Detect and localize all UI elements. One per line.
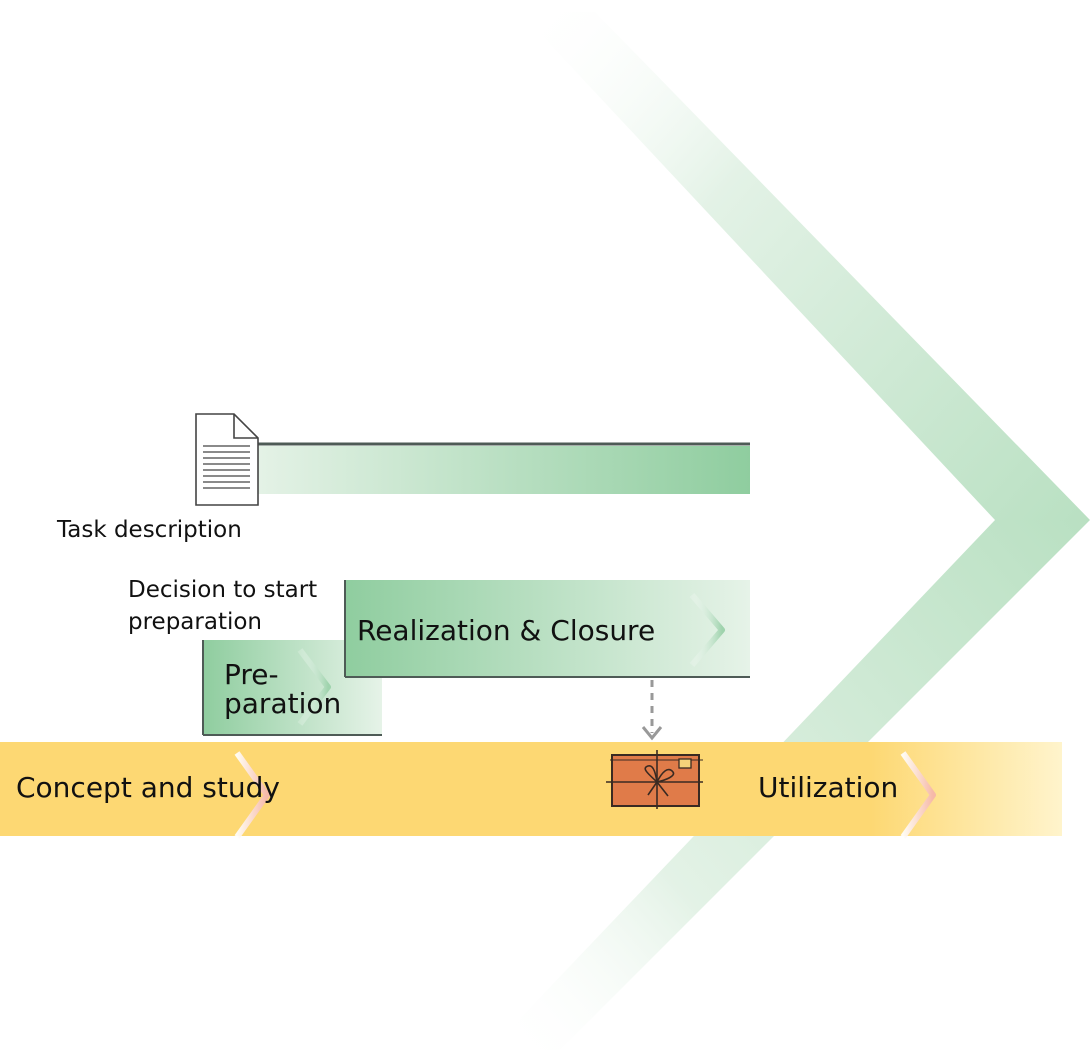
concept-chevron-icon: [234, 751, 270, 839]
task-description-label: Task description: [56, 517, 242, 543]
utilization-label: Utilization: [758, 771, 898, 804]
dashed-arrow-down: [641, 680, 663, 741]
realization-label: Realization & Closure: [357, 614, 655, 647]
task-description-bar: [258, 442, 750, 494]
realization-chevron-icon: [689, 593, 725, 667]
package-icon: [606, 750, 703, 809]
decision-label-line2: preparation: [128, 609, 262, 635]
realization-bar: [344, 580, 750, 678]
preparation-label-line1: Pre-: [224, 658, 279, 691]
utilization-chevron-icon: [900, 751, 936, 839]
document-icon: [195, 413, 259, 506]
concept-label: Concept and study: [16, 771, 280, 804]
concept-utilization-bar: [0, 742, 1062, 839]
large-chevron-background: [490, 12, 1090, 1050]
preparation-chevron-icon: [297, 648, 331, 726]
decision-label-line1: Decision to start: [128, 577, 317, 603]
preparation-label-line2: paration: [224, 687, 341, 720]
